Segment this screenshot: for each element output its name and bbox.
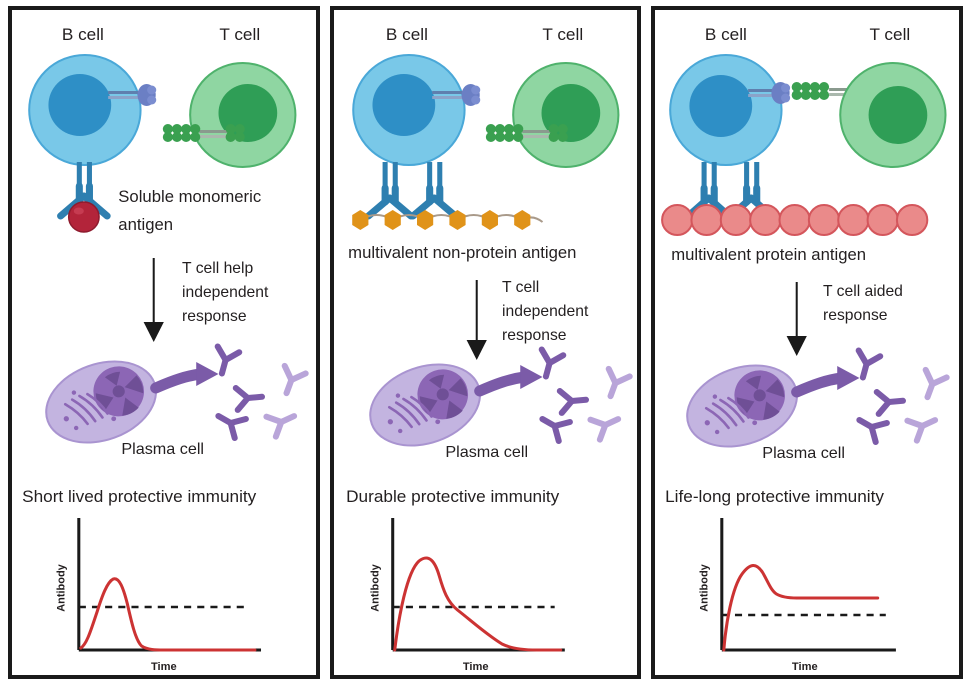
antibody [923,366,951,401]
chart-antibody-curve [722,564,880,652]
antibody [904,417,939,444]
antibody-cluster [855,347,951,446]
antibody [874,389,907,417]
immunity-label: Durable protective immunity [346,487,560,506]
plasma-cell-label: Plasma cell [445,443,528,461]
antibody [538,346,566,380]
secretion-arrow-head [837,366,860,390]
b-cell [28,54,142,166]
antigen-label-line2: antigen [118,215,173,234]
panel-multivalent-protein: B cell T cell [651,6,964,679]
b-cell [351,54,466,166]
secretion-arrow-head [519,365,543,389]
plasma-cell [368,363,481,447]
arrow-label-line-1: T cell [502,279,539,296]
antigen-label-line1: multivalent non-protein antigen [348,243,576,262]
panel-2-illustration: B cell T cell [346,25,633,673]
antibody [556,388,589,416]
antibody [855,347,884,381]
chart-x-axis-label: Time [151,661,177,673]
antibody [214,343,243,377]
antibody [232,385,266,413]
bcr-receptor-icon [409,162,459,220]
b-cell-label: B cell [386,25,428,44]
mhc-molecule-icon [748,82,791,104]
secretion-arrow [150,368,206,394]
t-cell-label: T cell [219,25,260,44]
antibody-response-chart: Antibody Time [56,518,262,673]
t-cell-label: T cell [542,25,583,44]
immunity-label: Life-long protective immunity [665,487,884,506]
antibody [856,417,891,446]
t-cell-label: T cell [870,25,911,44]
chart-antibody-curve [392,556,562,652]
arrow-label-line-1: T cell help [182,260,253,277]
arrow-label-line-2: response [823,307,887,324]
plasma-cell [686,364,799,448]
plasma-cell-label: Plasma cell [121,440,204,458]
antibody [605,365,633,400]
antibody [587,416,621,443]
panel-2-stage: B cell T cell [334,10,638,675]
plasma-cell [45,360,157,444]
antibody [281,362,309,397]
panel-1-illustration: B cell T cell [22,25,309,673]
plasma-cell-label: Plasma cell [763,444,846,462]
tcr-molecule-icon [485,124,568,142]
arrow-label-line-3: response [502,327,566,344]
arrow-label-line-3: response [182,308,246,325]
chart-y-axis-label: Antibody [369,563,381,611]
t-cell [511,62,620,168]
antigen-label-line1: multivalent protein antigen [672,245,867,264]
b-cell-label: B cell [62,25,104,44]
panel-1-stage: B cell T cell [12,10,316,675]
b-cell-label: B cell [705,25,747,44]
t-cell [189,62,297,168]
b-cell [669,54,783,166]
antibody-cluster [214,343,309,442]
antibody-cluster [538,346,633,445]
panel-3-stage: B cell T cell [655,10,959,675]
t-cell [839,62,947,168]
antibody-response-chart: Antibody Time [369,518,565,673]
arrow-label-line-2: independent [502,303,589,320]
chart-x-axis-label: Time [463,661,489,673]
antigen-circle-chain [661,204,929,236]
antibody [539,416,573,445]
chart-x-axis-label: Time [792,661,818,673]
chart-antibody-curve [79,577,257,652]
bcr-receptor-icon [364,162,415,220]
antibody-response-chart: Antibody Time [699,518,897,673]
antigen-hexagon-chain [351,210,543,230]
immunity-label: Short lived protective immunity [22,487,257,506]
antigen-sphere-icon [67,201,100,233]
tcr-molecule-icon [162,124,245,142]
panel-3-illustration: B cell T cell [661,25,951,673]
panel-multivalent-non-protein: B cell T cell [329,6,642,679]
secretion-arrow [791,372,848,398]
mhc-molecule-icon [108,84,157,106]
mhc-molecule-icon [431,84,480,106]
antibody [263,413,298,440]
panel-soluble-monomeric: B cell T cell [8,6,320,679]
bcr-receptor-icon [57,162,111,220]
secretion-arrow-head [196,362,219,386]
antibody [215,413,249,442]
secretion-arrow [473,371,530,397]
arrow-label-line-2: independent [182,284,269,301]
antigen-label-line1: Soluble monomeric [118,187,261,206]
chart-y-axis-label: Antibody [699,563,711,611]
arrow-label-line-1: T cell aided [823,283,903,300]
chart-y-axis-label: Antibody [56,563,68,611]
